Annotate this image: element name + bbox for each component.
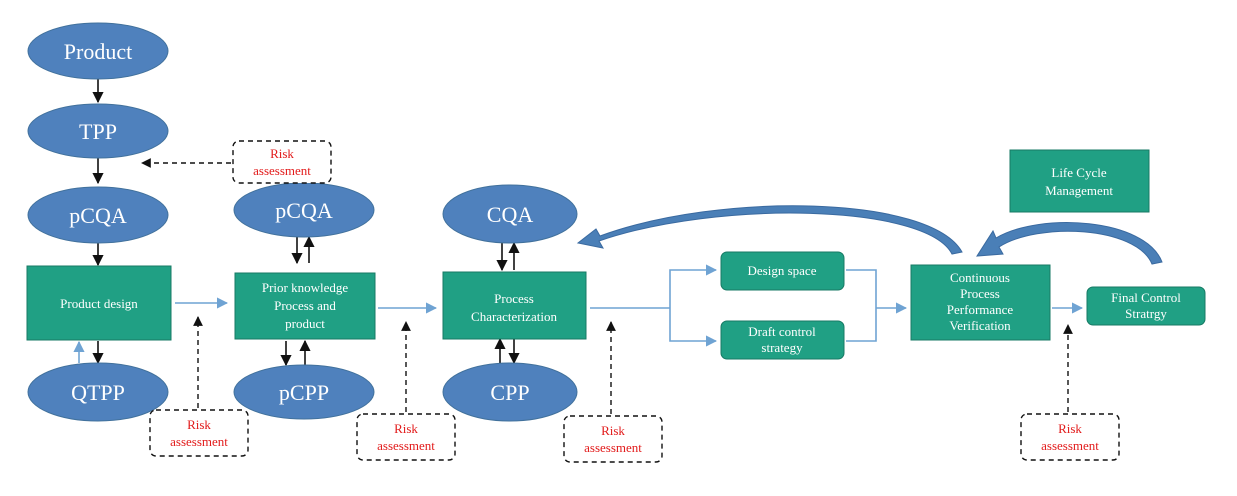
risk-box-3-line-1: Risk: [601, 423, 625, 438]
ellipse-product-label: Product: [64, 39, 132, 64]
risk-box-4: Risk assessment: [1020, 413, 1120, 461]
box-life-cycle-line-1: Life Cycle: [1051, 165, 1106, 180]
connectors: [73, 79, 1084, 414]
box-cppv: Continuous Process Performance Verificat…: [910, 264, 1051, 341]
box-process-char-line-1: Process: [494, 291, 534, 306]
ellipse-pcqa-mid: pCQA: [233, 182, 375, 238]
ellipse-pcqa-left-label: pCQA: [69, 203, 127, 228]
ellipse-pcpp-label: pCPP: [279, 380, 329, 405]
box-cppv-line-4: Verification: [949, 318, 1011, 333]
box-process-char-line-2: Characterization: [471, 309, 557, 324]
risk-boxes: Risk assessment Risk assessment Risk ass…: [149, 140, 1120, 463]
risk-box-2-line-2: assessment: [377, 438, 435, 453]
box-prior-knowledge: Prior knowledge Process and product: [234, 272, 376, 340]
ellipse-cpp: CPP: [442, 362, 578, 422]
process-boxes: Product design Prior knowledge Process a…: [26, 149, 1206, 360]
risk-box-1: Risk assessment: [149, 409, 249, 457]
box-cppv-line-3: Performance: [947, 302, 1014, 317]
risk-box-3-line-2: assessment: [584, 440, 642, 455]
ellipse-cqa-label: CQA: [487, 202, 534, 227]
box-prior-knowledge-line-3: product: [285, 316, 325, 331]
risk-box-top-line-1: Risk: [270, 146, 294, 161]
ellipse-tpp: TPP: [27, 103, 169, 159]
ellipse-tpp-label: TPP: [79, 119, 117, 144]
box-cppv-line-1: Continuous: [950, 270, 1010, 285]
curved-arrow-cppv-to-process-char: [576, 205, 963, 255]
arrow-to-draft-control: [669, 308, 718, 347]
risk-box-4-line-1: Risk: [1058, 421, 1082, 436]
line-draft-control-out: [846, 308, 877, 342]
risk-box-top: Risk assessment: [232, 140, 332, 184]
risk-box-1-line-1: Risk: [187, 417, 211, 432]
box-design-space-line-1: Design space: [748, 263, 817, 278]
arrow-to-design-space: [669, 264, 718, 308]
risk-box-1-line-2: assessment: [170, 434, 228, 449]
box-cppv-line-2: Process: [960, 286, 1000, 301]
ellipse-qtpp: QTPP: [27, 362, 169, 422]
risk-box-top-line-2: assessment: [253, 163, 311, 178]
feedback-arrows: [576, 205, 1163, 265]
risk-box-2-line-1: Risk: [394, 421, 418, 436]
ellipse-qtpp-label: QTPP: [71, 380, 125, 405]
box-design-space: Design space: [720, 251, 845, 291]
box-life-cycle-line-2: Management: [1045, 183, 1113, 198]
ellipse-pcqa-mid-label: pCQA: [275, 198, 333, 223]
box-life-cycle: Life Cycle Management: [1009, 149, 1150, 213]
curved-arrow-final-to-cppv: [976, 222, 1163, 265]
ellipse-pcpp: pCPP: [233, 364, 375, 420]
box-product-design: Product design: [26, 265, 172, 341]
line-design-space-out: [846, 269, 877, 308]
ellipse-cqa: CQA: [442, 184, 578, 244]
ellipse-pcqa-left: pCQA: [27, 186, 169, 244]
ellipses: Product TPP pCQA QTPP pCQA pCPP CQA CPP: [27, 22, 578, 422]
box-draft-control: Draft control strategy: [720, 320, 845, 360]
ellipse-product: Product: [27, 22, 169, 80]
box-draft-control-line-2: strategy: [761, 340, 803, 355]
box-prior-knowledge-line-1: Prior knowledge: [262, 280, 349, 295]
box-final-control-line-2: Stratrgy: [1125, 306, 1167, 321]
box-final-control: Final Control Stratrgy: [1086, 286, 1206, 326]
risk-box-2: Risk assessment: [356, 413, 456, 461]
ellipse-cpp-label: CPP: [490, 380, 529, 405]
box-product-design-line-1: Product design: [60, 296, 138, 311]
risk-box-3: Risk assessment: [563, 415, 663, 463]
risk-box-4-line-2: assessment: [1041, 438, 1099, 453]
box-draft-control-line-1: Draft control: [748, 324, 816, 339]
box-final-control-line-1: Final Control: [1111, 290, 1181, 305]
box-process-characterization: Process Characterization: [442, 271, 587, 340]
box-prior-knowledge-line-2: Process and: [274, 298, 336, 313]
